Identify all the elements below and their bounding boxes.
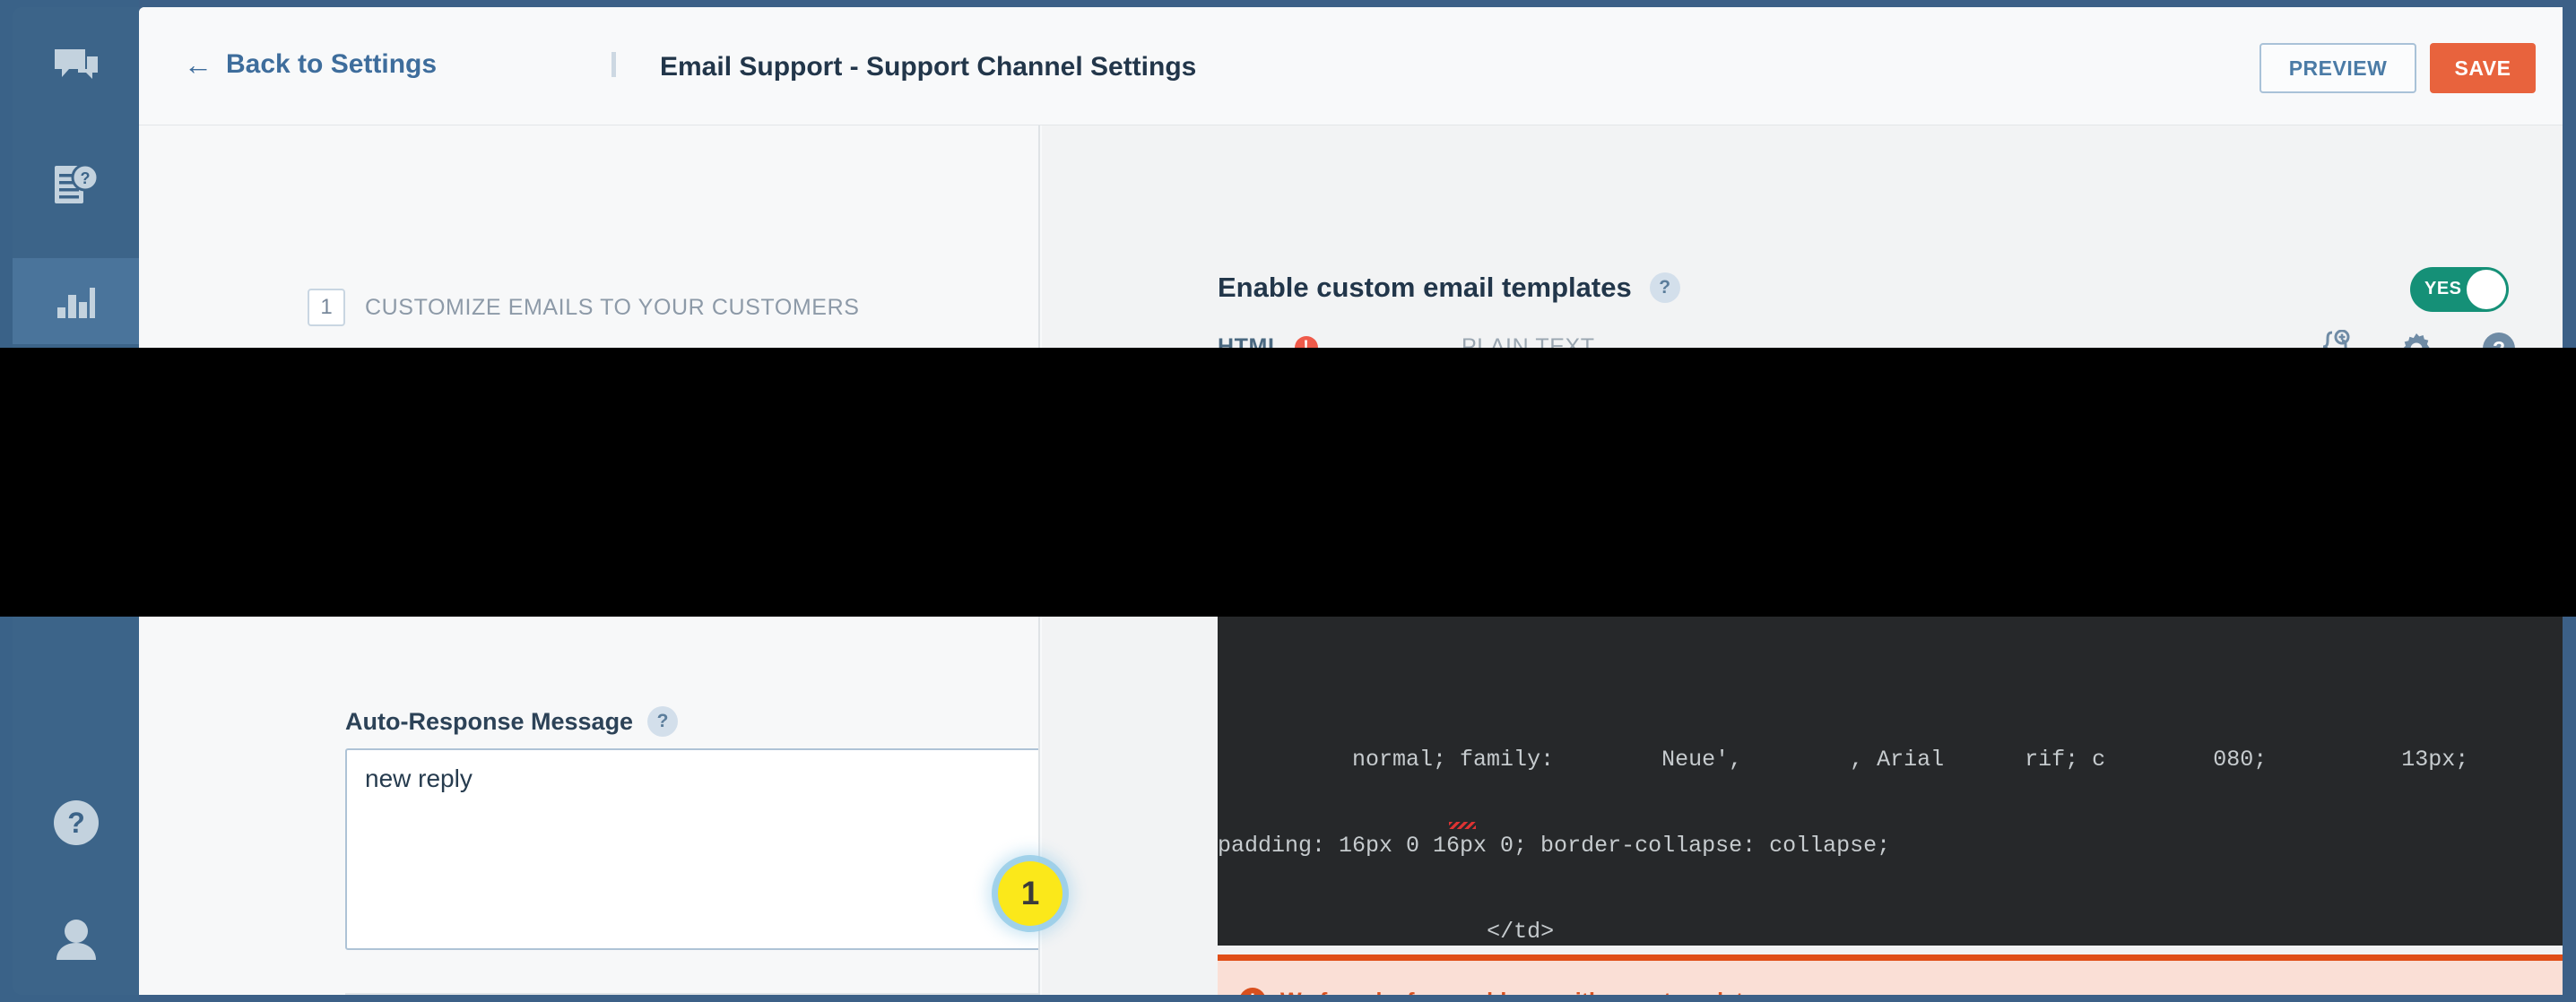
content-body: 1 CUSTOMIZE EMAILS TO YOUR CUSTOMERS Fro… [139,125,2563,995]
tab-html-error-icon: ! [1294,335,1318,359]
editor-toolbar: ? [2320,329,2516,372]
from-email-input[interactable] [345,538,1038,597]
tab-html[interactable]: HTML ! [1218,334,1318,360]
auto-response-label: Auto-Response Message [345,707,634,735]
enable-templates-title: Enable custom email templates [1218,272,1632,303]
insert-placeholder-icon[interactable] [2320,329,2351,372]
step-1-label: CUSTOMIZE EMAILS TO YOUR CUSTOMERS [365,294,860,320]
svg-text:?: ? [2493,337,2505,360]
template-error-banner: ! We found a few problems with your temp… [1218,954,2563,995]
from-name-label: From Name [345,356,479,384]
back-arrow-icon: ← [184,48,212,81]
error-headline-group: ! We found a few problems with your temp… [1239,988,1763,995]
from-email-label: From [345,498,406,526]
svg-text:?: ? [80,169,90,187]
top-bar: ← Back to Settings Email Support - Suppo… [139,7,2563,125]
help-circle-icon: ? [53,799,100,846]
back-to-settings-label: Back to Settings [226,49,438,79]
enable-templates-help-icon[interactable]: ? [1649,272,1680,303]
auto-response-textarea[interactable] [345,748,1038,950]
tab-html-label: HTML [1218,334,1282,359]
code-error-squiggle [1449,822,1476,829]
from-name-input[interactable] [345,394,1038,453]
sidebar-item-analytics[interactable] [13,258,139,344]
preview-button[interactable]: PREVIEW [2259,43,2416,93]
template-editor-pane: Enable custom email templates ? YES HTML… [1042,125,2563,995]
breadcrumb-separator [611,52,616,77]
template-code[interactable]: <!-- delimiter: When a customer replies,… [1218,402,2523,945]
chat-bubbles-icon [53,48,100,89]
tab-plain-text[interactable]: PLAIN TEXT [1461,334,1595,360]
left-nav-rail: ? ? [0,0,139,1002]
sidebar-item-knowledge-base[interactable]: ? [13,142,139,228]
from-email-help-icon[interactable]: ? [420,497,451,528]
save-button[interactable]: SAVE [2430,43,2536,93]
settings-form-pane: 1 CUSTOMIZE EMAILS TO YOUR CUSTOMERS Fro… [139,125,1040,995]
enable-templates-title-group: Enable custom email templates ? [1218,272,1680,304]
main-window: ← Back to Settings Email Support - Suppo… [139,7,2563,995]
svg-text:?: ? [67,807,85,839]
toggle-knob [2467,270,2506,309]
error-headline: We found a few problems with your templa… [1280,989,1763,996]
auto-response-label-group: Auto-Response Message ? [345,706,679,737]
sidebar-item-help[interactable]: ? [13,780,139,866]
step-1-header: 1 CUSTOMIZE EMAILS TO YOUR CUSTOMERS [308,289,860,326]
from-email-label-group: From ? [345,497,451,528]
sidebar-item-account[interactable] [13,896,139,982]
active-tab-indicator [1218,377,1321,383]
bar-chart-icon [56,282,97,320]
gear-icon[interactable] [2399,332,2433,370]
section-divider [345,993,1038,995]
code-error-squiggle [1759,389,1790,396]
person-icon [54,919,99,960]
page-title: Email Support - Support Channel Settings [660,52,1197,82]
back-to-settings-link[interactable]: ← Back to Settings [184,49,437,80]
toggle-label: YES [2424,279,2462,298]
document-question-icon: ? [53,162,100,207]
annotation-badge-1: 1 [998,861,1062,926]
help-circle-icon[interactable]: ? [2482,332,2516,370]
html-code-editor[interactable]: <!-- delimiter: When a customer replies,… [1218,385,2563,946]
sidebar-item-conversations[interactable] [13,25,139,111]
auto-response-help-icon[interactable]: ? [647,706,679,737]
from-name-label-group: From Name ? [345,355,524,385]
enable-templates-toggle[interactable]: YES [2410,267,2509,312]
from-name-help-icon[interactable]: ? [492,355,524,385]
step-1-number: 1 [308,289,345,326]
tab-plain-text-label: PLAIN TEXT [1461,334,1595,359]
error-icon: ! [1239,988,1266,995]
